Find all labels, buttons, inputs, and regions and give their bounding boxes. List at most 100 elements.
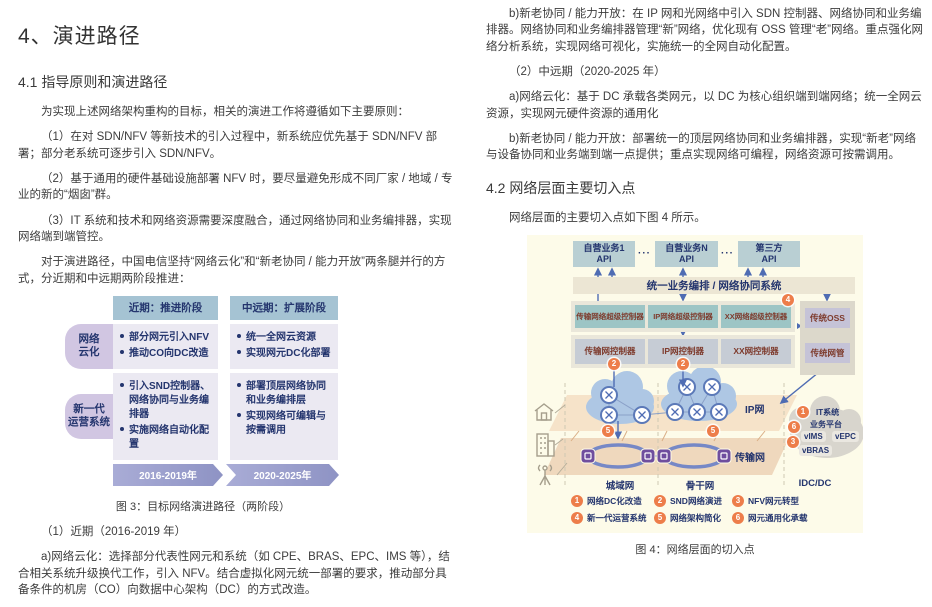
legend-label: SND网络演进 (670, 495, 722, 506)
api-box-third-party: 第三方 API (738, 240, 800, 267)
zone-idc-label: IDC/DC (798, 477, 832, 489)
legend-badge: 6 (732, 511, 744, 524)
fig3-timeline: 2016-2019年 2020-2025年 (65, 464, 341, 486)
it-system-label: IT系统 (816, 407, 840, 417)
paragraph-mid-b: b)新老协同 / 能力开放：部署统一的顶层网络协同和业务编排器，实现“新老”网络… (486, 132, 916, 162)
transport-nodes (580, 448, 732, 464)
legend-label: 网元通用化承载 (748, 512, 808, 523)
paragraph-near-a: a)网络云化：选择部分代表性网元和系统（如 CPE、BRAS、EPC、IMS 等… (18, 551, 450, 596)
fig4-wiring-layer (544, 267, 863, 487)
figure3-caption: 图 3：目标网络演进路径（两阶段） (115, 500, 291, 513)
orchestration-bar: 统一业务编排 / 网络协同系统 (573, 276, 855, 294)
fig3-row-cloud: 网络 云化 部分网元引入NFV 推动CO向DC改造 统一全网云资源 实现网元DC… (65, 323, 341, 369)
super-controllers-group: 传输网络超级控制器 IP网络超级控制器 XX网络超级控制器 (571, 300, 795, 332)
page-title: 4、演进路径 (18, 25, 141, 48)
bullet-item: 统一全网云资源 (237, 331, 334, 345)
badge-5: 5 (707, 424, 719, 437)
badge-2: 2 (677, 357, 689, 370)
vnf-chip-vbras: vBRAS (799, 444, 833, 456)
legend-badge: 1 (571, 494, 583, 507)
legend-badge: 2 (654, 494, 666, 507)
badge-3: 3 (787, 435, 799, 448)
super-controller-xx: XX网络超级控制器 (721, 304, 791, 328)
api-box-self-service-n: 自营业务N API (655, 240, 718, 267)
zone-metro-label: 城域网 (605, 480, 635, 492)
building-icon (536, 433, 555, 457)
router-nodes (600, 377, 728, 424)
super-controller-ip: IP网络超级控制器 (648, 304, 718, 328)
legend-item: 4 新一代运营系统 (571, 511, 654, 524)
badge-5: 5 (602, 424, 614, 437)
figure4-network-entry-points: 自营业务1 API ··· 自营业务N API ··· 第三方 API 统一业务… (527, 234, 863, 533)
fig4-legend-row-2: 4 新一代运营系统 5 网络架构简化 6 网元通用化承载 (571, 511, 808, 524)
legend-badge: 4 (571, 511, 583, 524)
antenna-tower-icon (537, 464, 553, 486)
fig3-label-network-cloud: 网络 云化 (65, 324, 113, 369)
ellipsis: ··· (638, 247, 651, 259)
api-box-line: API (596, 253, 612, 264)
paragraph-fig4-intro: 网络层面的主要切入点如下图 4 所示。 (509, 211, 706, 224)
badge-4: 4 (782, 293, 794, 306)
legacy-oss-box: 传统OSS (805, 307, 850, 328)
badge-1: 1 (797, 405, 809, 418)
api-box-line: 自营业务1 (583, 242, 625, 253)
right-column: b)新老协同 / 能力开放：在 IP 网和光网络中引入 SDN 控制器、网络协同… (486, 6, 924, 567)
paragraph-two-phase: 对于演进路径，中国电信坚持“网络云化”和“新老协同 / 能力开放”两条腿并行的方… (18, 256, 446, 285)
legacy-group: 传统OSS 传统网管 (800, 300, 855, 375)
transport-network-label: 传输网 (735, 452, 765, 464)
bullet-item: 引入SND控制器、网络协同与业务编排器 (120, 380, 214, 422)
fig3-cell-cloud-far: 统一全网云资源 实现网元DC化部署 (230, 323, 338, 369)
bullet-item: 实现网元DC化部署 (237, 347, 334, 361)
legend-label: 新一代运营系统 (587, 512, 647, 523)
fig3-header-row: 近期：推进阶段 中远期：扩展阶段 (65, 295, 341, 320)
paragraph-mid-a: a)网络云化：基于 DC 承载各类网元，以 DC 为核心组织端到端网络；统一全网… (486, 91, 922, 120)
bullet-item: 推动CO向DC改造 (120, 347, 214, 361)
icon-connector-lines (554, 404, 568, 476)
legacy-nms-box: 传统网管 (805, 342, 850, 363)
api-box-line: 自营业务N (665, 242, 708, 253)
api-box-line: API (678, 253, 694, 264)
badge-2: 2 (608, 357, 620, 370)
vnf-chip-vims: vIMS (801, 430, 826, 442)
timeline-arrow-far: 2020-2025年 (226, 464, 339, 486)
fig3-label-line: 运营系统 (68, 416, 110, 429)
legend-item: 2 SND网络演进 (654, 494, 732, 507)
paragraph-near-heading: （1）近期（2016-2019 年） (41, 525, 187, 538)
bullet-item: 实现网络可编辑与按需调用 (237, 410, 334, 438)
paragraph-intro: 为实现上述网络架构重构的目标，相关的演进工作将遵循如下主要原则： (41, 106, 409, 118)
bullet-item: 部分网元引入NFV (120, 331, 214, 345)
fig3-cell-oss-near: 引入SND控制器、网络协同与业务编排器 实施网络自动化配置 (113, 372, 218, 460)
legend-label: 网络架构简化 (670, 512, 722, 523)
left-column: 4、演进路径 4.1 指导原则和演进路径 为实现上述网络架构重构的目标，相关的演… (18, 10, 456, 607)
ip-network-label: IP网 (745, 404, 765, 416)
vnf-chip-vepc: vEPC (832, 430, 859, 442)
legend-label: 网络DC化改造 (587, 495, 642, 506)
fig3-label-line: 云化 (78, 346, 100, 359)
paragraph-principle-2: （2）基于通用的硬件基础设施部署 NFV 时，要尽量避免形成不同厂家 / 地域 … (18, 172, 453, 202)
legend-label: NFV网元转型 (748, 495, 800, 506)
fig4-legend-row-1: 1 网络DC化改造 2 SND网络演进 3 NFV网元转型 (571, 494, 800, 507)
fig3-header-near: 近期：推进阶段 (113, 295, 218, 320)
bullet-item: 实施网络自动化配置 (120, 424, 214, 452)
api-box-self-service-1: 自营业务1 API (573, 240, 635, 267)
fig3-row-oss: 新一代 运营系统 引入SND控制器、网络协同与业务编排器 实施网络自动化配置 部… (65, 372, 341, 460)
ellipsis: ··· (721, 247, 734, 259)
fig3-cell-cloud-near: 部分网元引入NFV 推动CO向DC改造 (113, 323, 218, 369)
legend-item: 6 网元通用化承载 (732, 511, 808, 524)
api-box-line: 第三方 (755, 242, 783, 253)
legend-item: 1 网络DC化改造 (571, 494, 654, 507)
zone-backbone-label: 骨干网 (685, 480, 715, 492)
business-platform-label: 业务平台 (810, 419, 842, 429)
fig3-label-line: 网络 (78, 333, 100, 346)
paragraph-mid-heading: （2）中远期（2020-2025 年） (509, 65, 666, 78)
fig3-label-line: 新一代 (73, 403, 105, 416)
paragraph-b1: b)新老协同 / 能力开放：在 IP 网和光网络中引入 SDN 控制器、网络协同… (486, 8, 923, 53)
controller-xx: XX网控制器 (721, 338, 791, 364)
bullet-item: 部署顶层网络协同和业务编排层 (237, 380, 334, 408)
timeline-arrow-near: 2016-2019年 (113, 464, 223, 486)
home-icon (534, 403, 554, 421)
section-heading-4-1: 4.1 指导原则和演进路径 (18, 74, 168, 90)
figure4-caption: 图 4：网络层面的切入点 (635, 543, 755, 556)
legend-item: 5 网络架构简化 (654, 511, 732, 524)
paragraph-principle-1: （1）在对 SDN/NFV 等新技术的引入过程中，新系统应优先基于 SDN/NF… (18, 131, 438, 160)
